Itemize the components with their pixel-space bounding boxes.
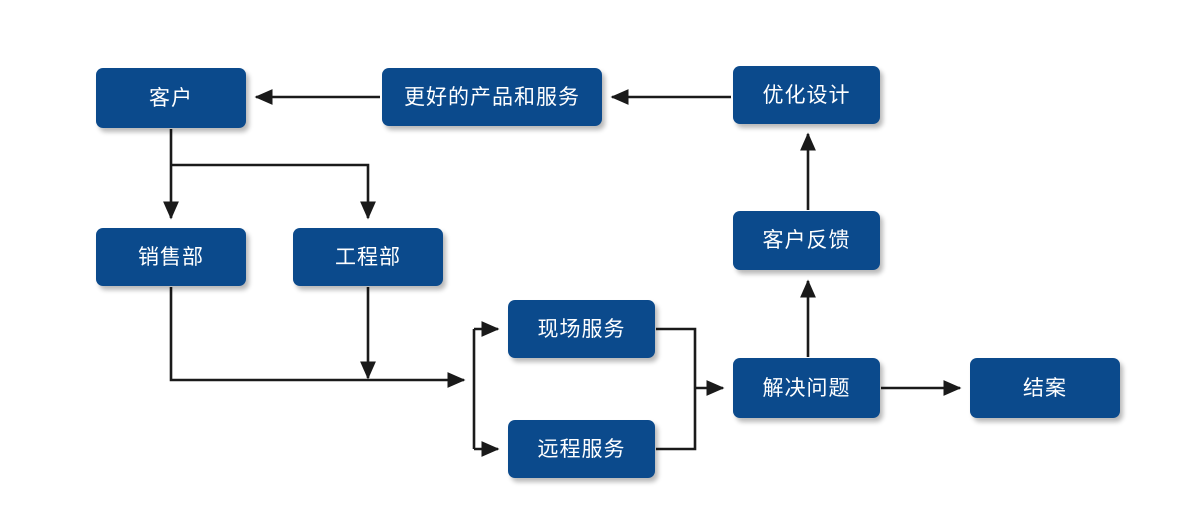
node-sales-dept[interactable]: 销售部 xyxy=(96,228,246,286)
node-customer-feedback[interactable]: 客户反馈 xyxy=(733,211,880,270)
node-optimize-design[interactable]: 优化设计 xyxy=(733,66,880,124)
node-remote-service[interactable]: 远程服务 xyxy=(508,420,655,478)
edge-remote-to-solve xyxy=(656,380,697,451)
node-customer[interactable]: 客户 xyxy=(96,68,246,128)
node-solve-problem[interactable]: 解决问题 xyxy=(733,358,880,418)
edge-onsite-to-solve xyxy=(656,327,697,380)
node-engineering-dept[interactable]: 工程部 xyxy=(293,228,443,286)
edge-customer-to-engineering xyxy=(171,163,377,220)
edge-sales-to-dispatch xyxy=(169,287,466,389)
node-close-case[interactable]: 结案 xyxy=(970,358,1120,418)
node-onsite-service[interactable]: 现场服务 xyxy=(508,300,655,358)
node-better-products[interactable]: 更好的产品和服务 xyxy=(382,68,602,126)
